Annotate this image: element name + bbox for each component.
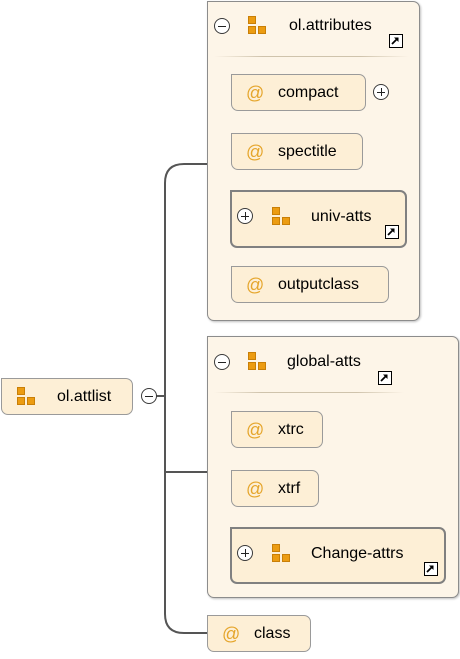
collapse-icon[interactable] [214, 18, 230, 34]
expand-icon[interactable] [237, 545, 253, 561]
group-title: global-atts [287, 353, 361, 370]
element-icon [17, 387, 37, 407]
attribute-at-icon: @ [246, 479, 265, 499]
reference-label: univ-atts [311, 208, 372, 225]
root-element-node[interactable]: ol.attlist [1, 378, 133, 415]
group-title: ol.attributes [289, 17, 372, 34]
attribute-at-icon: @ [246, 83, 265, 103]
reference-arrow-icon[interactable] [385, 225, 399, 239]
attribute-label: outputclass [278, 276, 359, 293]
attribute-label: class [254, 625, 291, 642]
attribute-node-xtrf[interactable]: @ xtrf [231, 470, 319, 507]
attribute-at-icon: @ [222, 624, 241, 644]
reference-node-change-attrs[interactable]: Change-attrs [230, 527, 446, 584]
expand-icon[interactable] [237, 208, 253, 224]
reference-arrow-icon[interactable] [389, 34, 403, 48]
collapse-icon[interactable] [141, 388, 157, 404]
attribute-label: spectitle [278, 143, 337, 160]
element-icon [248, 16, 268, 36]
attribute-at-icon: @ [246, 275, 265, 295]
element-icon [272, 207, 292, 227]
reference-arrow-icon[interactable] [378, 371, 392, 385]
attribute-node-class[interactable]: @ class [207, 615, 311, 652]
group-divider [214, 56, 409, 57]
attribute-node-spectitle[interactable]: @ spectitle [231, 133, 363, 170]
attribute-label: compact [278, 84, 339, 101]
root-element-label: ol.attlist [57, 388, 112, 405]
attribute-node-outputclass[interactable]: @ outputclass [231, 266, 389, 303]
element-icon [272, 544, 292, 564]
attribute-label: xtrc [278, 421, 304, 438]
reference-node-univ-atts[interactable]: univ-atts [230, 190, 407, 248]
attribute-label: xtrf [278, 480, 301, 497]
trunk-connector [164, 163, 208, 634]
attribute-at-icon: @ [246, 142, 265, 162]
attribute-at-icon: @ [246, 420, 265, 440]
element-icon [248, 352, 268, 372]
attribute-node-compact[interactable]: @ compact [231, 74, 366, 111]
collapse-icon[interactable] [214, 354, 230, 370]
group-divider [214, 392, 404, 393]
reference-label: Change-attrs [311, 545, 404, 562]
attribute-node-xtrc[interactable]: @ xtrc [231, 411, 323, 448]
expand-icon[interactable] [373, 84, 389, 100]
reference-arrow-icon[interactable] [424, 562, 438, 576]
